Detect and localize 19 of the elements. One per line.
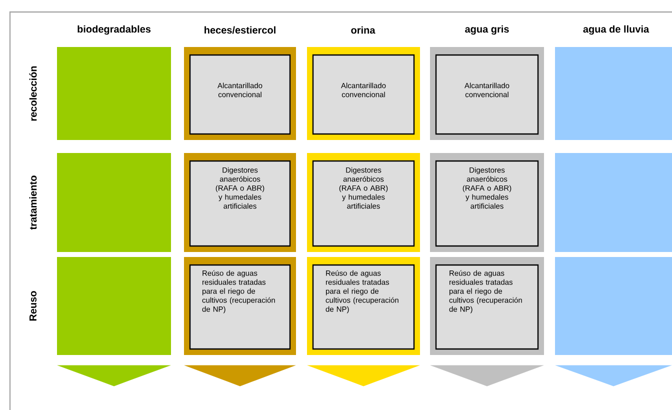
row-header: Reuso (30, 291, 36, 321)
cell (57, 257, 171, 355)
triangle-shape (184, 365, 296, 386)
column-header: heces/estiercol (204, 26, 276, 34)
cell (57, 47, 171, 140)
triangle-shape (555, 365, 672, 386)
column-header: agua de lluvia (583, 25, 650, 35)
column-header: orina (351, 26, 376, 34)
cell (555, 257, 672, 355)
column-header: agua gris (465, 25, 509, 35)
cell (555, 47, 672, 140)
cell (57, 153, 171, 252)
row-header: tratamiento (29, 176, 37, 230)
row-header: recolección (29, 66, 37, 121)
column-header: biodegradables (78, 25, 151, 35)
triangle-shape (430, 365, 544, 386)
triangle-shape (307, 365, 420, 386)
cell (555, 153, 672, 252)
triangle-shape (57, 365, 171, 386)
